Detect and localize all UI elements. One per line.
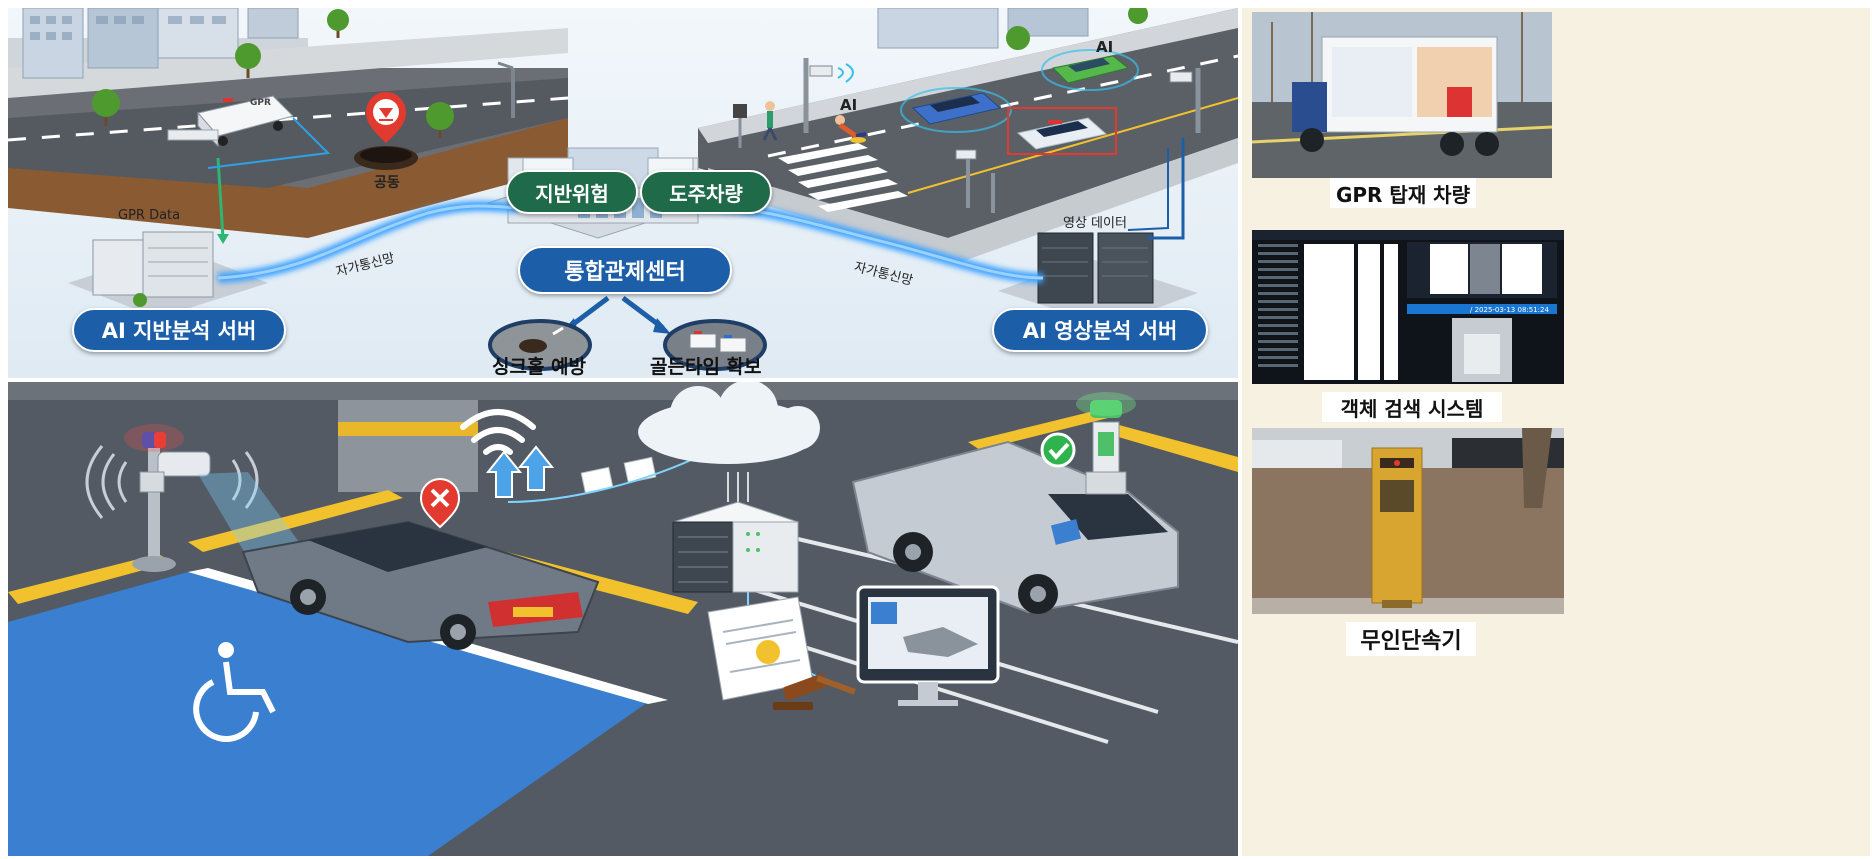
object-search-caption: 객체 검색 시스템 bbox=[1322, 392, 1502, 422]
wheelchair-icon bbox=[193, 642, 276, 742]
ai-label-left: AI bbox=[840, 96, 858, 114]
gpr-vehicle-caption: GPR 탑재 차량 bbox=[1330, 178, 1476, 208]
ai-ground-server-label: AI 지반분석 서버 bbox=[72, 308, 286, 352]
gpr-van bbox=[167, 95, 294, 148]
golden-time-label: 골든타임 확보 bbox=[650, 356, 762, 378]
object-search-photo bbox=[1252, 230, 1564, 384]
ai-car-blue bbox=[900, 87, 1012, 133]
network-line-left bbox=[217, 201, 519, 283]
ground-server-illustration bbox=[68, 231, 268, 318]
wifi-icon bbox=[460, 409, 536, 455]
violation-marker-icon bbox=[419, 478, 461, 529]
smart-city-illustration bbox=[8, 8, 1238, 378]
ground-risk-badge: 지반위험 bbox=[506, 170, 638, 214]
sinkhole-prevention-label: 싱크홀 예방 bbox=[492, 356, 587, 378]
violating-car bbox=[241, 520, 600, 650]
enforcement-device-caption: 무인단속기 bbox=[1346, 622, 1476, 656]
signal-waves-icon bbox=[85, 445, 259, 519]
monitor-icon bbox=[856, 585, 1000, 706]
server-rack-icon bbox=[671, 501, 800, 593]
sinkhole-label: 공동 bbox=[374, 175, 400, 191]
gpr-van-text: GPR bbox=[250, 98, 271, 108]
location-marker-icon bbox=[366, 92, 406, 143]
parking-enforcement-panel bbox=[8, 382, 1238, 856]
control-center-label: 통합관제센터 bbox=[518, 246, 732, 294]
siren-light-icon bbox=[124, 424, 184, 452]
photo-side-panel: GPR 탑재 차량 / 2025-03-13 08:51:24 객체 검색 시스… bbox=[1242, 8, 1870, 856]
check-marker-icon bbox=[1040, 432, 1076, 468]
video-data-label: 영상 데이터 bbox=[1063, 216, 1127, 231]
object-search-timestamp: / 2025-03-13 08:51:24 bbox=[1470, 306, 1549, 314]
ai-car-green bbox=[1041, 49, 1139, 91]
escaping-car bbox=[1007, 107, 1117, 155]
beacon-light-icon bbox=[1076, 392, 1136, 418]
ai-label-right: AI bbox=[1096, 38, 1114, 56]
gavel-icon bbox=[773, 673, 856, 710]
gpr-data-label: GPR Data bbox=[118, 208, 181, 223]
ai-video-server-label: AI 영상분석 서버 bbox=[992, 308, 1208, 352]
gpr-vehicle-photo bbox=[1252, 12, 1552, 178]
smart-city-panel: 공동 GPR Data GPR AI AI 영상 데이터 자가통신망 자가통신망… bbox=[8, 8, 1238, 378]
enforcement-device-photo bbox=[1252, 428, 1564, 614]
fine-notice-icon bbox=[707, 596, 814, 701]
escaping-vehicle-badge: 도주차량 bbox=[640, 170, 772, 214]
cloud-icon bbox=[638, 382, 820, 464]
parking-illustration bbox=[8, 382, 1238, 856]
sinkhole-prevention-image bbox=[488, 319, 592, 371]
golden-time-image bbox=[663, 319, 767, 371]
